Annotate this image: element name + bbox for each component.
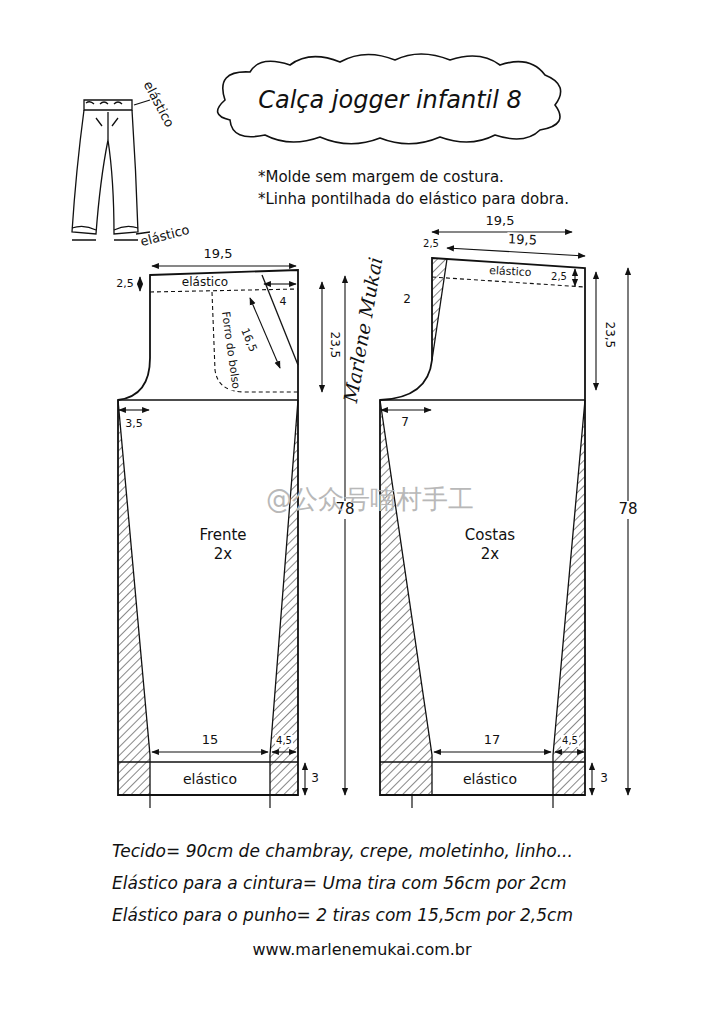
dimension: 23,5 bbox=[327, 331, 341, 360]
dimension: 19,5 bbox=[485, 214, 516, 229]
piece-name: Costas 2x bbox=[455, 526, 525, 565]
part-label: elástico bbox=[487, 265, 532, 280]
piece-border bbox=[118, 270, 298, 795]
dimension: 78 bbox=[617, 501, 638, 518]
material-note: Elástico para a cintura= Uma tira com 56… bbox=[112, 874, 566, 894]
piece-line bbox=[262, 275, 298, 365]
dimension: 4,5 bbox=[275, 735, 293, 747]
dimension: 3 bbox=[599, 772, 609, 786]
material-note: Elástico para o punho= 2 tiras com 15,5c… bbox=[112, 906, 573, 926]
dimension: 4 bbox=[279, 296, 288, 309]
back-piece: Costas 2x bbox=[370, 250, 600, 808]
piece-line bbox=[118, 399, 298, 400]
dimension: 17 bbox=[483, 733, 502, 748]
part-label: elástico bbox=[181, 276, 229, 290]
website: www.marlenemukai.com.br bbox=[252, 941, 471, 959]
piece-line bbox=[553, 400, 585, 795]
part-label: elástico bbox=[182, 771, 238, 787]
grain-ticks bbox=[150, 795, 553, 808]
dimension: 15 bbox=[201, 733, 220, 748]
dimension: 2,5 bbox=[422, 238, 440, 250]
note: *Molde sem margem de costura. bbox=[258, 169, 504, 186]
title-cloud bbox=[218, 54, 561, 144]
dimension: 7 bbox=[400, 416, 410, 430]
fabric-note: Tecido= 90cm de chambray, crepe, moletin… bbox=[112, 842, 573, 862]
dimension: 3 bbox=[310, 772, 320, 786]
hatch-area bbox=[380, 400, 432, 795]
hatch-area bbox=[553, 400, 585, 795]
piece-line bbox=[380, 399, 585, 400]
watermark: @公众号喃村手工 bbox=[266, 485, 474, 515]
pants-illustration bbox=[72, 100, 150, 240]
dimension: 19,5 bbox=[506, 232, 538, 249]
front-piece: Frente 2x bbox=[108, 258, 308, 808]
hatch-area bbox=[270, 400, 298, 795]
dimension: 2,5 bbox=[115, 278, 135, 291]
hatch-area bbox=[432, 258, 447, 360]
piece-border bbox=[380, 258, 585, 795]
part-label: elástico bbox=[462, 771, 518, 787]
part-label: elástico bbox=[140, 78, 177, 129]
dimension: 16,5 bbox=[237, 325, 259, 354]
part-label: Forro do bolso bbox=[218, 310, 242, 391]
part-label: elástico bbox=[139, 222, 191, 249]
piece-line bbox=[432, 259, 447, 360]
dimension: 3,5 bbox=[124, 418, 144, 431]
piece-line bbox=[118, 400, 150, 795]
piece-name: Frente 2x bbox=[188, 526, 258, 565]
dimension-arrows bbox=[119, 232, 628, 795]
piece-line bbox=[118, 761, 298, 762]
dimension: 2 bbox=[402, 293, 412, 307]
fold-line bbox=[212, 292, 298, 392]
dimension: 4,5 bbox=[561, 735, 579, 747]
dimension: 2,5 bbox=[550, 271, 568, 283]
hatch-area bbox=[118, 400, 150, 795]
pattern-title: Calça jogger infantil 8 bbox=[258, 86, 522, 114]
piece-line bbox=[270, 400, 298, 795]
piece-line bbox=[380, 400, 432, 795]
signature: Marlene Mukai bbox=[340, 256, 387, 405]
dimension: 19,5 bbox=[203, 247, 234, 262]
dimension: 23,5 bbox=[602, 321, 616, 350]
piece-line bbox=[380, 761, 585, 762]
note: *Linha pontilhada do elástico para dobra… bbox=[258, 191, 569, 208]
